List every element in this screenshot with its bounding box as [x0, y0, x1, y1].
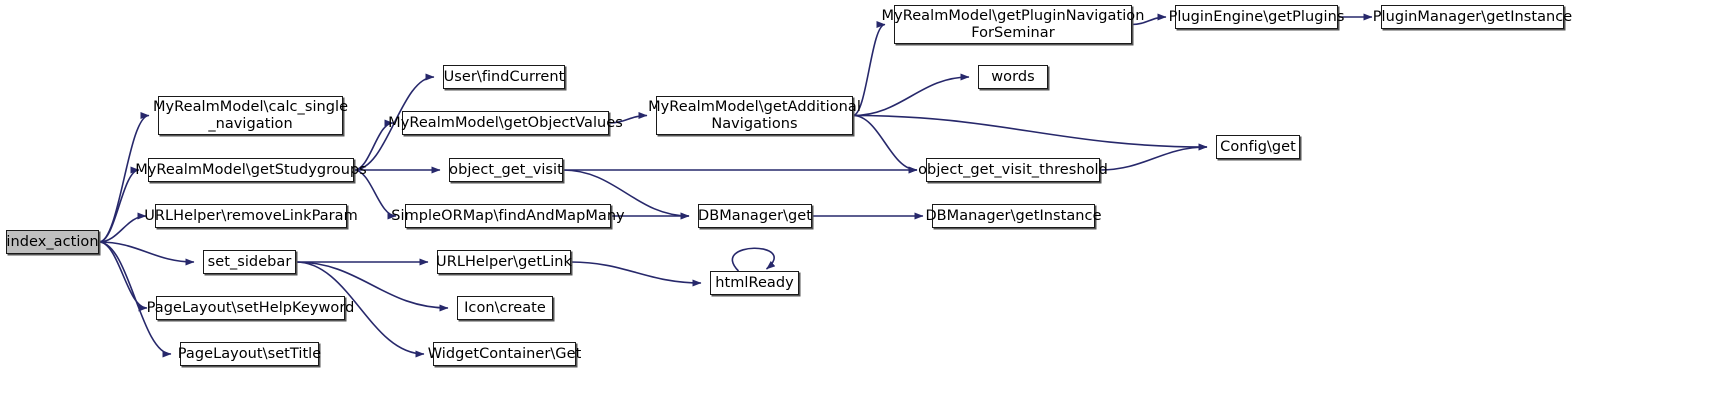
graph-node-label: PluginManager\getInstance	[1372, 8, 1573, 25]
graph-node-label: object_get_visit_threshold	[918, 161, 1108, 178]
graph-node-object_get_visit[interactable]: object_get_visit	[449, 158, 563, 182]
graph-node-label: PluginEngine\getPlugins	[1168, 8, 1345, 25]
graph-node-label: htmlReady	[715, 274, 794, 291]
graph-node-label: MyRealmModel\getAdditional Navigations	[648, 98, 861, 132]
graph-node-label: MyRealmModel\getStudygroups	[135, 161, 367, 178]
graph-node-label: User\findCurrent	[443, 68, 565, 85]
graph-node-label: WidgetContainer\Get	[427, 345, 582, 362]
graph-node-configGet[interactable]: Config\get	[1216, 135, 1300, 159]
graph-node-findCurrent[interactable]: User\findCurrent	[443, 65, 565, 89]
graph-node-label: Config\get	[1220, 138, 1296, 155]
graph-node-getStudygroups[interactable]: MyRealmModel\getStudygroups	[135, 158, 367, 182]
graph-node-dbManagerGet[interactable]: DBManager\get	[698, 204, 812, 228]
graph-node-set_sidebar[interactable]: set_sidebar	[203, 250, 296, 274]
graph-node-visitThreshold[interactable]: object_get_visit_threshold	[918, 158, 1108, 182]
graph-node-getObjectValues[interactable]: MyRealmModel\getObjectValues	[388, 111, 623, 135]
graph-node-label: MyRealmModel\getPluginNavigation ForSemi…	[881, 7, 1145, 41]
graph-node-htmlReady[interactable]: htmlReady	[710, 271, 799, 295]
graph-node-label: set_sidebar	[207, 253, 292, 270]
graph-node-label: MyRealmModel\getObjectValues	[388, 114, 623, 131]
graph-node-findAndMapMany[interactable]: SimpleORMap\findAndMapMany	[391, 204, 625, 228]
graph-node-pluginManagerInst[interactable]: PluginManager\getInstance	[1373, 5, 1572, 29]
graph-node-removeLinkParam[interactable]: URLHelper\removeLinkParam	[144, 204, 358, 228]
graph-node-label: object_get_visit	[449, 161, 563, 178]
graph-node-words[interactable]: words	[978, 65, 1048, 89]
graph-node-label: DBManager\get	[697, 207, 813, 224]
graph-node-label: Icon\create	[464, 299, 546, 316]
graph-node-setHelpKeyword[interactable]: PageLayout\setHelpKeyword	[147, 296, 354, 320]
graph-node-setTitle[interactable]: PageLayout\setTitle	[178, 342, 321, 366]
graph-node-widgetContainerGet[interactable]: WidgetContainer\Get	[428, 342, 581, 366]
graph-node-getPlugins[interactable]: PluginEngine\getPlugins	[1169, 5, 1344, 29]
graph-node-label: SimpleORMap\findAndMapMany	[391, 207, 625, 224]
graph-node-index_action[interactable]: index_action	[6, 230, 99, 254]
graph-node-calc_single[interactable]: MyRealmModel\calc_single _navigation	[153, 96, 348, 135]
graph-node-dbManagerInstance[interactable]: DBManager\getInstance	[925, 204, 1101, 228]
graph-node-label: words	[991, 68, 1035, 85]
graph-node-label: URLHelper\getLink	[436, 253, 572, 270]
graph-node-label: MyRealmModel\calc_single _navigation	[152, 98, 349, 132]
graph-node-getLink[interactable]: URLHelper\getLink	[436, 250, 572, 274]
graph-node-label: PageLayout\setHelpKeyword	[146, 299, 355, 316]
graph-node-iconCreate[interactable]: Icon\create	[457, 296, 553, 320]
graph-node-label: PageLayout\setTitle	[177, 345, 322, 362]
graph-node-label: URLHelper\removeLinkParam	[144, 207, 358, 224]
graph-node-label: DBManager\getInstance	[925, 207, 1102, 224]
graph-node-getAdditionalNav[interactable]: MyRealmModel\getAdditional Navigations	[648, 96, 861, 135]
graph-node-label: index_action	[6, 233, 99, 250]
graph-node-getPluginNav[interactable]: MyRealmModel\getPluginNavigation ForSemi…	[882, 5, 1144, 44]
